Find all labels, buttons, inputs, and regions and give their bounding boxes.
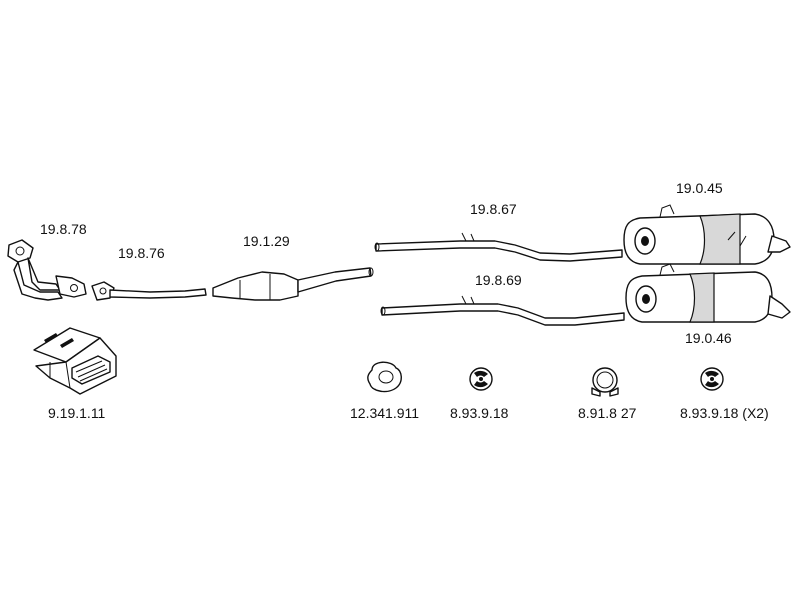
center-pipe-lower-icon: [380, 295, 625, 326]
rear-silencer-lower-icon: [625, 263, 791, 323]
rear-silencer-upper-icon: [623, 204, 791, 265]
mounting-kit-label: 9.19.1.11: [48, 405, 106, 421]
rear-silencer-lower-label: 19.0.46: [685, 330, 732, 346]
catalytic-converter-label: 19.1.29: [243, 233, 290, 249]
mounting-kit-box-icon: [33, 327, 117, 395]
front-pipe-icon: [7, 239, 87, 301]
gasket-label: 12.341.911: [350, 405, 419, 421]
catalytic-converter-icon: [212, 267, 374, 301]
rubber-mount-1-label: 8.93.9.18: [450, 405, 509, 421]
front-pipe-label: 19.8.78: [40, 221, 87, 237]
center-pipe-upper-label: 19.8.67: [470, 201, 517, 217]
intermediate-pipe-icon: [91, 281, 207, 301]
rear-silencer-upper-label: 19.0.45: [676, 180, 723, 196]
rubber-mount-2-label: 8.93.9.18 (X2): [680, 405, 769, 421]
gasket-stamp: ···: [372, 386, 376, 391]
clamp-label: 8.91.8 27: [578, 405, 637, 421]
center-pipe-upper-icon: [374, 232, 623, 262]
center-pipe-lower-label: 19.8.69: [475, 272, 522, 288]
gasket-icon: ···: [367, 361, 402, 393]
clamp-icon: [591, 367, 619, 397]
rubber-mount-icon: [469, 367, 493, 391]
intermediate-pipe-label: 19.8.76: [118, 245, 165, 261]
rubber-mount-icon: [700, 367, 724, 391]
